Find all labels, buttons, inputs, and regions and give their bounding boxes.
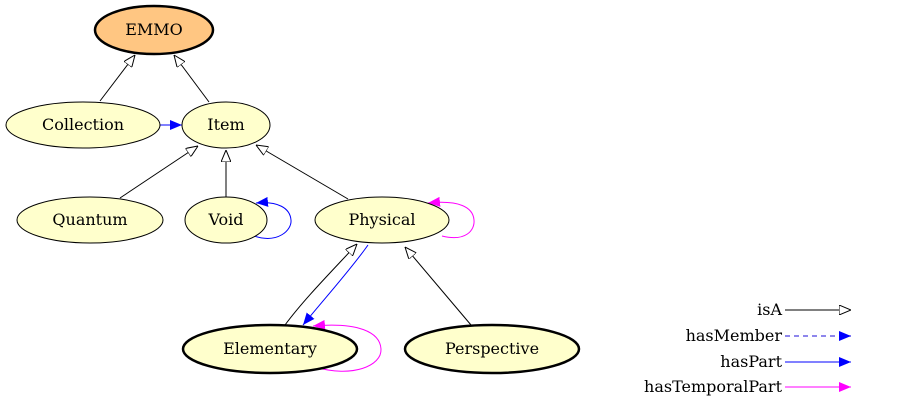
legend-isa-label: isA bbox=[757, 300, 782, 319]
edge-physical-hastemporalpart-physical bbox=[427, 196, 475, 238]
node-emmo-label: EMMO bbox=[125, 20, 183, 39]
legend-hastemporalpart-label: hasTemporalPart bbox=[644, 377, 783, 396]
edge-elementary-isa-physical bbox=[284, 244, 357, 326]
legend: isA hasMember hasPart hasTemporalPart bbox=[644, 300, 851, 396]
node-void-label: Void bbox=[207, 210, 243, 229]
node-collection-label: Collection bbox=[42, 115, 124, 134]
node-perspective-label: Perspective bbox=[445, 339, 539, 358]
node-physical[interactable]: Physical bbox=[314, 196, 450, 244]
edge-void-haspart-void bbox=[253, 196, 292, 239]
edge-physical-haspart-elementary bbox=[302, 244, 369, 326]
node-quantum[interactable]: Quantum bbox=[16, 196, 164, 244]
node-collection[interactable]: Collection bbox=[5, 101, 161, 149]
legend-haspart-label: hasPart bbox=[720, 352, 782, 371]
edge-item-isa-emmo bbox=[174, 55, 210, 103]
legend-hasmember-label: hasMember bbox=[686, 326, 783, 345]
node-quantum-label: Quantum bbox=[52, 210, 127, 229]
legend-isa: isA bbox=[757, 300, 851, 319]
node-elementary[interactable]: Elementary bbox=[181, 323, 359, 375]
legend-hastemporalpart: hasTemporalPart bbox=[644, 377, 851, 396]
edge-physical-isa-item bbox=[256, 145, 349, 200]
node-item[interactable]: Item bbox=[181, 101, 271, 149]
edge-perspective-isa-physical bbox=[405, 247, 472, 326]
node-perspective[interactable]: Perspective bbox=[403, 323, 581, 375]
legend-haspart: hasPart bbox=[720, 352, 851, 371]
node-elementary-label: Elementary bbox=[223, 339, 317, 358]
node-item-label: Item bbox=[207, 115, 244, 134]
node-emmo[interactable]: EMMO bbox=[93, 4, 215, 56]
node-void[interactable]: Void bbox=[184, 196, 268, 244]
edge-quantum-isa-item bbox=[119, 146, 198, 199]
legend-hasmember: hasMember bbox=[686, 326, 851, 345]
edge-elementary-hastemporalpart-elementary bbox=[312, 319, 382, 372]
edge-collection-isa-emmo bbox=[99, 55, 135, 102]
node-physical-label: Physical bbox=[348, 210, 415, 229]
